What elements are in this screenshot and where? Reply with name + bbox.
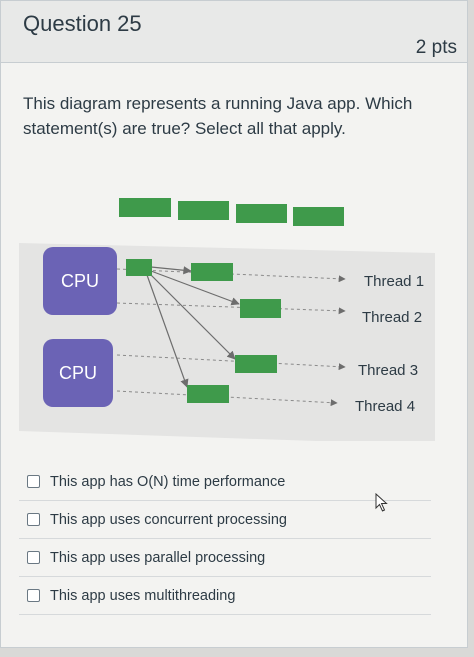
answer-label: This app uses multithreading (50, 587, 236, 604)
thread-1-task (191, 263, 233, 281)
dispatch-arrow (150, 270, 240, 306)
thread-diagram: CPU CPU Thread 1 Thread 2 Thread 3 Threa… (19, 191, 435, 441)
answer-checkbox[interactable] (27, 551, 40, 564)
thread-label-4: Thread 4 (355, 398, 415, 415)
cpu-label-2: CPU (59, 363, 97, 383)
answer-option[interactable]: This app uses multithreading (19, 577, 431, 615)
thread-3-task (235, 355, 277, 373)
dispatch-arrow (146, 274, 189, 388)
answer-label: This app uses parallel processing (50, 549, 266, 566)
question-header: Question 25 2 pts (1, 1, 467, 63)
thread-line-3 (116, 354, 346, 371)
answer-label: This app has O(N) time performance (50, 473, 286, 490)
cpu-block-2 (43, 339, 113, 407)
answer-checkbox[interactable] (27, 513, 40, 526)
thread-label-1: Thread 1 (364, 273, 424, 290)
question-title: Question 25 (23, 11, 142, 36)
question-text: This diagram represents a running Java a… (23, 94, 413, 138)
dispatch-arrow (150, 266, 192, 275)
dispatch-arrow (148, 272, 236, 360)
source-task (126, 259, 152, 276)
thread-diagram-svg: CPU CPU Thread 1 Thread 2 Thread 3 Threa… (19, 198, 435, 441)
answer-option[interactable]: This app uses parallel processing (19, 539, 431, 577)
answer-option[interactable]: This app uses concurrent processing (19, 501, 431, 539)
thread-2-task (240, 299, 281, 318)
thread-label-3: Thread 3 (358, 362, 418, 379)
answer-option[interactable]: This app has O(N) time performance (19, 463, 431, 501)
queued-task (178, 201, 229, 220)
cpu-label-1: CPU (61, 271, 99, 291)
cpu-block-1 (43, 247, 117, 315)
answer-checkbox[interactable] (27, 475, 40, 488)
thread-label-2: Thread 2 (362, 309, 422, 326)
answer-checkbox[interactable] (27, 589, 40, 602)
question-points: 2 pts (415, 37, 457, 58)
queued-task (293, 207, 344, 226)
queued-task (119, 198, 171, 217)
mouse-cursor-icon (375, 493, 388, 512)
answer-list: This app has O(N) time performance This … (19, 463, 431, 615)
thread-4-task (187, 385, 229, 403)
answer-label: This app uses concurrent processing (50, 511, 287, 528)
queued-task (236, 204, 287, 223)
thread-line-2 (116, 302, 346, 315)
question-card: Question 25 2 pts This diagram represent… (0, 0, 468, 648)
